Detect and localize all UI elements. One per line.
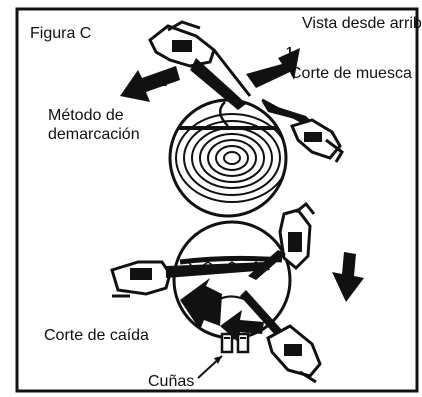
felling-cut-label: Corte de caída	[44, 327, 149, 344]
log-cross-section-top	[170, 100, 290, 216]
step-3-arrow: 3	[332, 252, 364, 302]
step-2-arrow: 2	[120, 66, 180, 102]
figure-label: Figura C	[30, 25, 91, 42]
notch-cut-label: Corte de muesca	[290, 65, 412, 82]
step-5-number: 5	[198, 303, 205, 317]
wedges-label: Cuñas	[148, 373, 194, 390]
step-1-number: 1	[286, 44, 293, 59]
view-label: Vista desde arrib	[302, 15, 422, 32]
step-4-number: 4	[246, 320, 253, 334]
method-label-line1: Método de	[48, 107, 124, 124]
step-2-number: 2	[160, 74, 167, 89]
method-label-line2: demarcación	[48, 126, 140, 143]
chainsaw-upper-left	[150, 22, 250, 110]
step-3-number: 3	[348, 279, 355, 293]
wedges-leader	[198, 356, 222, 378]
